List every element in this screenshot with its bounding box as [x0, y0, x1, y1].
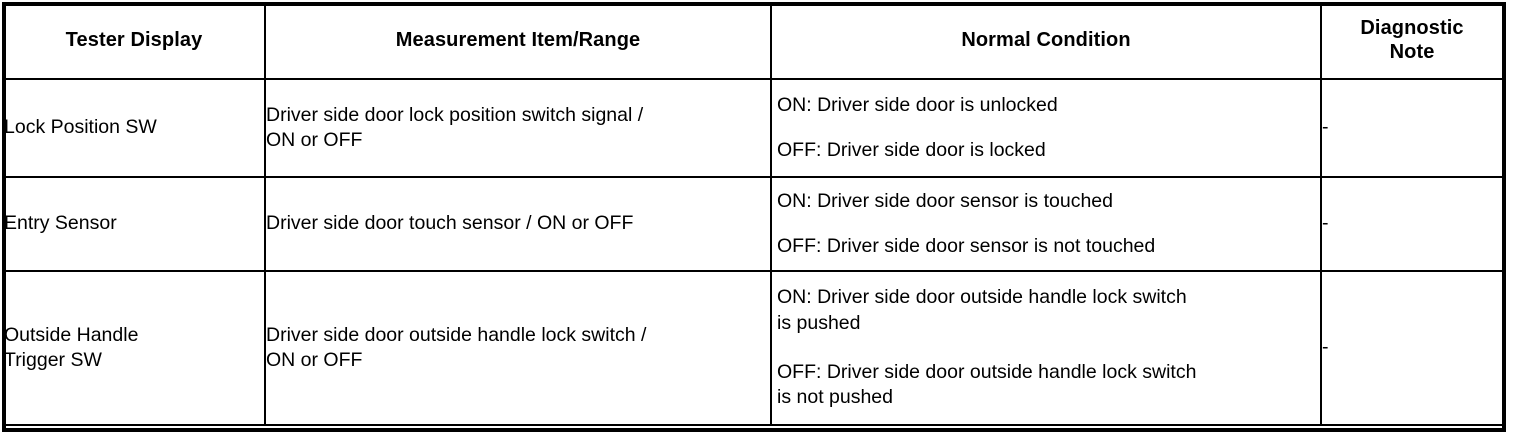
normal-condition-off-line2: is not pushed: [777, 386, 894, 409]
normal-condition-on: ON: Driver side door sensor is touched: [777, 189, 1113, 212]
normal-condition-spacer: [777, 118, 1316, 138]
cell-measurement-item: Driver side door lock position switch si…: [264, 78, 772, 178]
measurement-item-line2: ON or OFF: [266, 349, 363, 371]
table-row: Lock Position SW Driver side door lock p…: [2, 78, 1504, 178]
column-header-tester-display: Tester Display: [2, 2, 266, 80]
tester-display-line1: Lock Position SW: [4, 116, 157, 139]
column-header-diagnostic-note-line1: Diagnostic: [1360, 17, 1464, 40]
normal-condition-block: ON: Driver side door sensor is touched O…: [772, 189, 1320, 260]
cell-normal-condition: ON: Driver side door sensor is touched O…: [770, 176, 1322, 272]
cell-tester-display: Lock Position SW: [2, 78, 266, 178]
normal-condition-block: ON: Driver side door outside handle lock…: [772, 285, 1320, 410]
cell-measurement-item: Driver side door touch sensor / ON or OF…: [264, 176, 772, 272]
cell-measurement-item: Driver side door outside handle lock swi…: [264, 270, 772, 426]
tester-display-data-table: Tester Display Measurement Item/Range No…: [2, 2, 1504, 426]
cell-diagnostic-note: -: [1320, 176, 1504, 272]
cell-diagnostic-note: -: [1320, 270, 1504, 426]
tester-display-line1: Outside Handle: [4, 323, 139, 346]
measurement-item-line1: Driver side door outside handle lock swi…: [266, 323, 647, 346]
table-header: Tester Display Measurement Item/Range No…: [2, 2, 1504, 80]
column-header-diagnostic-note-line2: Note: [1389, 41, 1435, 63]
measurement-item-line1: Driver side door lock position switch si…: [266, 103, 644, 126]
normal-condition-on: ON: Driver side door outside handle lock…: [777, 286, 1187, 309]
cell-tester-display: Entry Sensor: [2, 176, 266, 272]
diagnostic-note-value: -: [1322, 336, 1329, 359]
cell-normal-condition: ON: Driver side door outside handle lock…: [770, 270, 1322, 426]
column-header-diagnostic-note: Diagnostic Note: [1320, 2, 1504, 80]
normal-condition-off: OFF: Driver side door sensor is not touc…: [777, 235, 1156, 257]
measurement-item-line1: Driver side door touch sensor / ON or OF…: [266, 212, 634, 235]
normal-condition-on: ON: Driver side door is unlocked: [777, 93, 1058, 116]
diagnostic-note-value: -: [1322, 212, 1329, 235]
table-row: Outside Handle Trigger SW Driver side do…: [2, 270, 1504, 426]
diagnostic-note-value: -: [1322, 116, 1329, 139]
table-header-row: Tester Display Measurement Item/Range No…: [2, 2, 1504, 80]
normal-condition-off: OFF: Driver side door is locked: [777, 139, 1046, 161]
cell-tester-display: Outside Handle Trigger SW: [2, 270, 266, 426]
tester-display-line1: Entry Sensor: [4, 212, 117, 235]
column-header-normal-condition: Normal Condition: [770, 2, 1322, 80]
normal-condition-spacer: [777, 336, 1316, 360]
normal-condition-block: ON: Driver side door is unlocked OFF: Dr…: [772, 93, 1320, 164]
column-header-measurement-item: Measurement Item/Range: [264, 2, 772, 80]
cell-diagnostic-note: -: [1320, 78, 1504, 178]
cell-normal-condition: ON: Driver side door is unlocked OFF: Dr…: [770, 78, 1322, 178]
measurement-item-line2: ON or OFF: [266, 129, 363, 151]
tester-display-line2: Trigger SW: [4, 349, 102, 371]
table-row: Entry Sensor Driver side door touch sens…: [2, 176, 1504, 272]
normal-condition-off: OFF: Driver side door outside handle loc…: [777, 361, 1197, 383]
table-body: Lock Position SW Driver side door lock p…: [2, 78, 1504, 426]
normal-condition-on-line2: is pushed: [777, 311, 861, 334]
normal-condition-spacer: [777, 214, 1316, 234]
